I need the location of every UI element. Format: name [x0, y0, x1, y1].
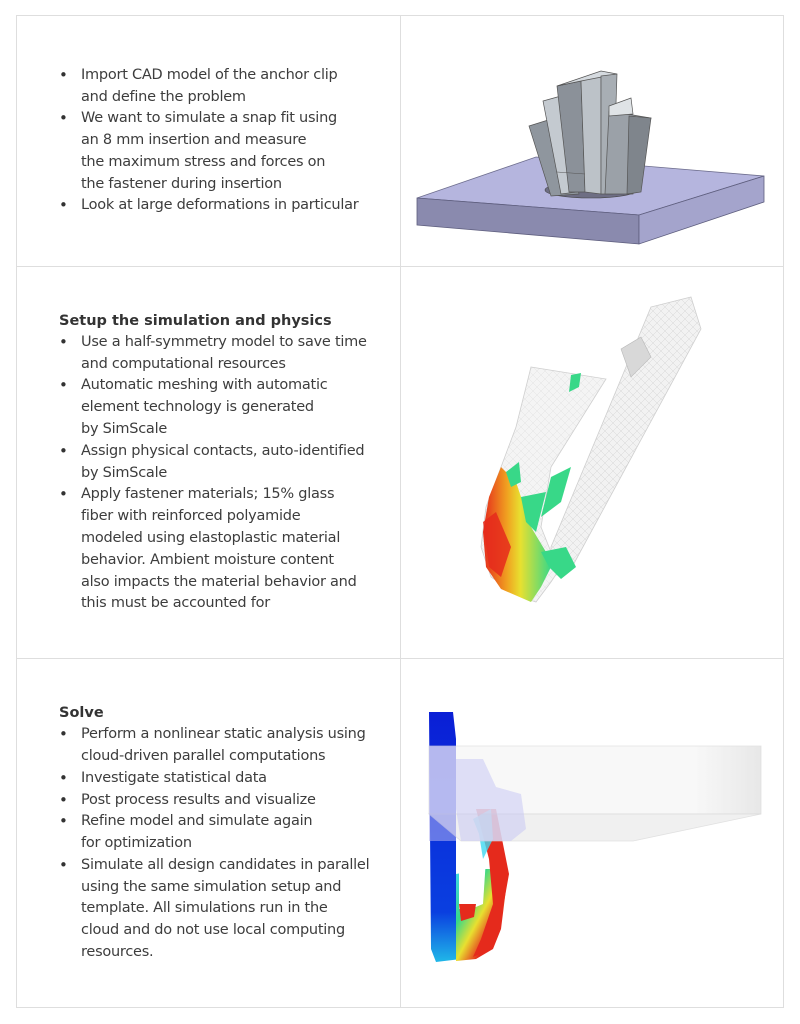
section-text: Setup the simulation and physics Use a h… — [17, 267, 401, 658]
list-item: Use a half-symmetry model to save time a… — [59, 332, 367, 376]
list-item: Investigate statistical data — [59, 768, 369, 790]
list-item: Apply fastener materials; 15% glass fibe… — [59, 484, 367, 615]
section-text: Solve Perform a nonlinear static analysi… — [17, 659, 401, 1007]
section-heading: Setup the simulation and physics — [59, 312, 332, 329]
list-item: Refine model and simulate again for opti… — [59, 811, 369, 855]
section-import-cad: Import CAD model of the anchor clip and … — [17, 16, 783, 267]
list-item: Automatic meshing with automatic element… — [59, 375, 367, 440]
content-grid: Import CAD model of the anchor clip and … — [16, 15, 784, 1008]
section-text: Import CAD model of the anchor clip and … — [17, 16, 401, 266]
solved-result-contour-image — [401, 659, 783, 1007]
section-solve: Solve Perform a nonlinear static analysi… — [17, 659, 783, 1007]
list-item: We want to simulate a snap fit using an … — [59, 108, 359, 195]
list-item: Assign physical contacts, auto-identifie… — [59, 441, 367, 485]
list-item: Import CAD model of the anchor clip and … — [59, 65, 359, 109]
bullet-list: Perform a nonlinear static analysis usin… — [59, 724, 370, 964]
cad-model-anchor-clip-image — [401, 16, 783, 266]
list-item: Post process results and visualize — [59, 790, 369, 812]
meshed-half-symmetry-stress-image — [401, 267, 783, 658]
list-item: Simulate all design candidates in parall… — [59, 855, 370, 964]
section-setup-simulation: Setup the simulation and physics Use a h… — [17, 267, 783, 659]
bullet-list: Import CAD model of the anchor clip and … — [59, 65, 359, 218]
bullet-list: Use a half-symmetry model to save time a… — [59, 332, 367, 615]
list-item: Perform a nonlinear static analysis usin… — [59, 724, 369, 768]
section-heading: Solve — [59, 705, 104, 722]
list-item: Look at large deformations in particular — [59, 195, 359, 217]
